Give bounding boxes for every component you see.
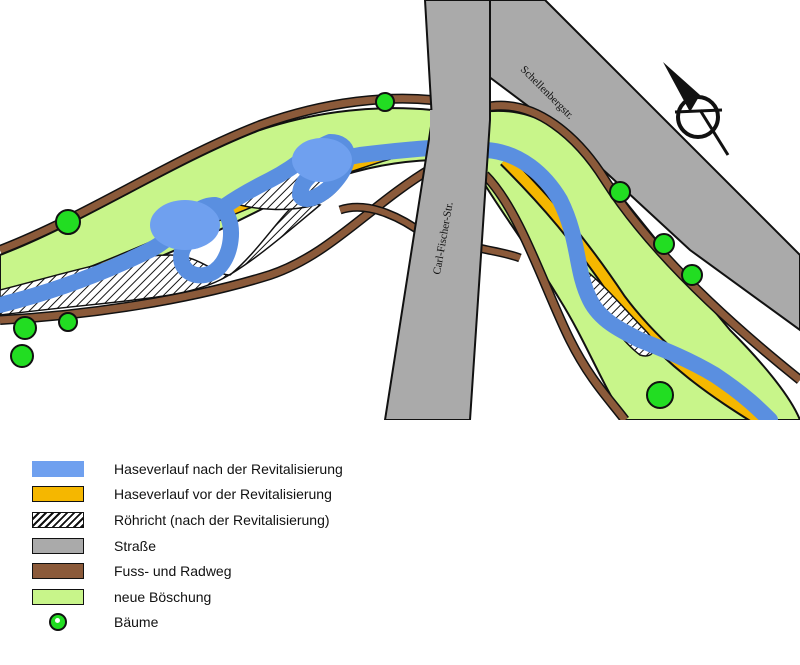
tree [55,209,81,235]
tree-icon [49,613,67,632]
legend-item-embankment: neue Böschung [32,584,343,610]
legend-swatch-reeds [32,511,84,528]
tree [646,381,674,409]
legend-label: Haseverlauf nach der Revitalisierung [114,460,343,477]
legend-label: Bäume [114,614,159,631]
legend-label: Straße [114,537,157,554]
tree [609,181,631,203]
new-river-pool-left [150,200,220,250]
legend-item-path: Fuss- und Radweg [32,558,343,584]
legend-label: Haseverlauf vor der Revitalisierung [114,486,332,503]
legend-swatch-new-river [32,460,84,477]
legend-swatch-path [32,563,84,580]
tree [375,92,395,112]
tree [10,344,34,368]
tree [681,264,703,286]
legend-swatch-old-river [32,486,84,503]
river-map: Carl-Fischer-Str. Schellenbergstr. [0,0,800,420]
legend-swatch-tree [32,613,84,632]
legend-swatch-street [32,537,84,554]
tree [653,233,675,255]
new-river-pool-right [292,138,352,182]
legend-item-old-river: Haseverlauf vor der Revitalisierung [32,482,343,508]
new-river-course [0,134,778,420]
legend-item-street: Straße [32,533,343,559]
legend-label: Röhricht (nach der Revitalisierung) [114,511,330,528]
legend-item-new-river: Haseverlauf nach der Revitalisierung [32,456,343,482]
street-schellenbergstr [478,0,800,332]
legend: Haseverlauf nach der Revitalisierung Has… [32,456,343,635]
legend-swatch-embankment [32,588,84,605]
legend-item-trees: Bäume [32,610,343,636]
bridge-deck [430,110,485,180]
tree [58,312,78,332]
legend-item-reeds: Röhricht (nach der Revitalisierung) [32,507,343,533]
trees [10,92,703,409]
tree [13,316,37,340]
legend-label: neue Böschung [114,588,212,605]
north-arrow-icon [663,62,730,156]
street-carl-fischer [383,0,491,420]
legend-label: Fuss- und Radweg [114,563,232,580]
